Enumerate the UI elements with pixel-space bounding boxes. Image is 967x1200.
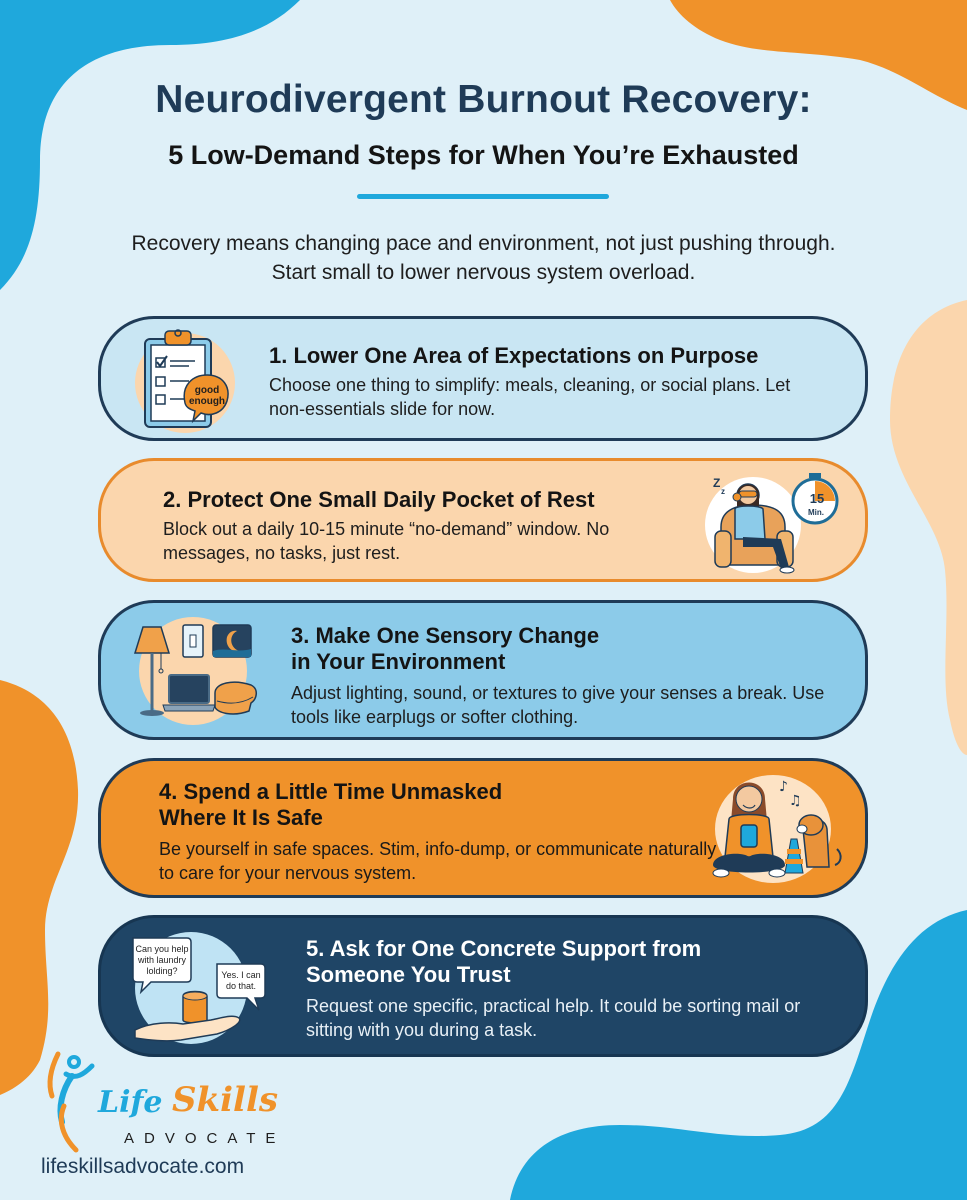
svg-text:good: good <box>195 385 219 396</box>
step-heading: 3. Make One Sensory Change in Your Envir… <box>291 623 731 675</box>
step-card-4: 4. Spend a Little Time Unmasked Where It… <box>98 758 868 898</box>
folded-blanket-icon <box>214 681 257 715</box>
svg-text:Yes. I can: Yes. I can <box>221 970 260 980</box>
svg-text:lolding?: lolding? <box>146 966 177 976</box>
svg-text:Z: Z <box>713 476 720 490</box>
blob-top-left-blue <box>0 0 300 290</box>
svg-text:Can you help: Can you help <box>135 944 188 954</box>
svg-text:with laundry: with laundry <box>137 955 187 965</box>
step-heading-line: 4. Spend a Little Time Unmasked <box>159 779 503 804</box>
logo-word-skills: Skills <box>172 1080 279 1120</box>
step-description: Request one specific, practical help. It… <box>306 996 801 1040</box>
step-heading-line: in Your Environment <box>291 649 506 674</box>
svg-text:♪: ♪ <box>779 779 788 795</box>
clipboard-checklist-icon: good enough <box>135 329 235 433</box>
step-heading: 2. Protect One Small Daily Pocket of Res… <box>163 487 595 512</box>
page-title: Neurodivergent Burnout Recovery: <box>155 78 812 121</box>
blob-right-peach <box>890 300 967 755</box>
figure-logo-icon <box>47 1051 95 1153</box>
page-subtitle: 5 Low-Demand Steps for When You’re Exhau… <box>168 140 799 170</box>
blob-top-right-orange <box>670 0 967 110</box>
step-heading: 4. Spend a Little Time Unmasked Where It… <box>159 779 619 831</box>
life-skills-advocate-logo: Life Skills ADVOCATE <box>40 1050 300 1160</box>
intro-text: Recovery means changing pace and environ… <box>131 232 836 284</box>
lamp-icon <box>133 626 171 654</box>
svg-text:15: 15 <box>810 491 824 506</box>
website-link[interactable]: lifeskillsadvocate.com <box>41 1155 245 1178</box>
step-description: Block out a daily 10-15 minute “no-deman… <box>163 519 610 563</box>
logo-word-advocate: ADVOCATE <box>124 1130 286 1147</box>
svg-text:enough: enough <box>189 396 225 407</box>
step-card-1: good enough 1. Lower One Area of Expecta… <box>98 316 868 441</box>
step-heading: 5. Ask for One Concrete Support from Som… <box>306 936 786 988</box>
step-description: Choose one thing to simplify: meals, cle… <box>269 375 791 419</box>
svg-text:do that.: do that. <box>226 981 256 991</box>
step-heading-line: 3. Make One Sensory Change <box>291 623 600 648</box>
step-heading-line: Where It Is Safe <box>159 805 323 830</box>
logo-word-life: Life <box>98 1085 163 1120</box>
step-heading: 1. Lower One Area of Expectations on Pur… <box>269 343 759 368</box>
step-description: Adjust lighting, sound, or textures to g… <box>291 683 825 727</box>
step-card-3: 3. Make One Sensory Change in Your Envir… <box>98 600 868 740</box>
svg-text:Min.: Min. <box>808 508 824 517</box>
step-heading-line: Someone You Trust <box>306 962 511 987</box>
resting-person-timer-icon: Z z 15 Min. <box>705 473 839 574</box>
person-with-dog-icon: ♪ ♫ <box>712 775 842 883</box>
blob-bottom-right-blue <box>510 910 967 1200</box>
step-card-5: Can you help with laundry lolding? Yes. … <box>98 915 868 1057</box>
laptop-icon <box>168 674 210 704</box>
step-heading-line: 5. Ask for One Concrete Support from <box>306 936 702 961</box>
blob-left-orange <box>0 680 79 1095</box>
svg-text:♫: ♫ <box>789 793 802 809</box>
title-divider <box>357 194 609 199</box>
sensory-items-icon <box>133 617 257 725</box>
svg-text:z: z <box>721 487 725 496</box>
helping-hand-speech-icon: Can you help with laundry lolding? Yes. … <box>132 932 266 1044</box>
step-description: Be yourself in safe spaces. Stim, info-d… <box>159 839 717 883</box>
step-card-2: 2. Protect One Small Daily Pocket of Res… <box>98 458 868 582</box>
